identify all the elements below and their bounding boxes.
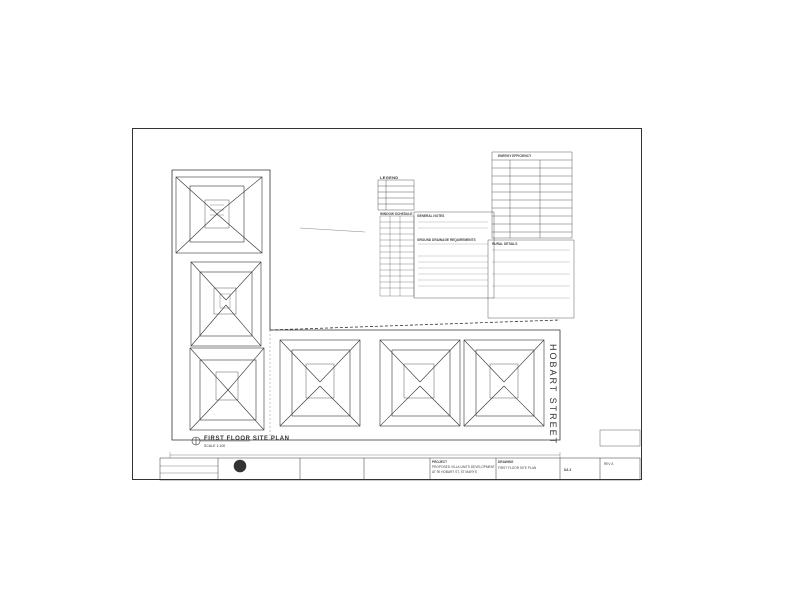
general-notes-title: GENERAL NOTES [417, 214, 445, 218]
window-schedule-table [379, 215, 415, 297]
energy-schedule-table [491, 151, 573, 239]
project-label: PROJECT [432, 460, 448, 464]
north-arrow [191, 436, 250, 446]
legend-table [377, 179, 415, 211]
unit-5-plan [379, 339, 461, 427]
plan-title: FIRST FLOOR SITE PLAN [204, 436, 290, 442]
legend-title: LEGEND [380, 175, 399, 180]
rural-details-title: RURAL DETAILS [492, 242, 518, 246]
site-boundary [171, 169, 561, 441]
unit-1-plan [175, 176, 263, 254]
energy-schedule-title: ENERGY EFFICIENCY [498, 154, 532, 158]
drawing-sheet [132, 128, 642, 480]
company-logo [233, 459, 247, 473]
plan-scale: SCALE 1:100 [204, 444, 226, 448]
window-schedule-title: WINDOW SCHEDULE [380, 212, 413, 216]
rural-details-box [487, 239, 575, 319]
general-notes-box [413, 211, 495, 299]
approval-stamp [599, 429, 641, 447]
drawing-label: DRAWING [498, 460, 514, 464]
drawing-name: FIRST FLOOR SITE PLAN [498, 466, 537, 470]
unit-6-plan [463, 339, 545, 427]
unit-2-plan [190, 261, 262, 347]
street-name: HOBART STREET [548, 344, 558, 446]
project-name: PROPOSED VILLA UNITS DEVELOPMENT [432, 465, 495, 469]
ground-drainage-title: GROUND DRAINAGE REQUIREMENTS [417, 238, 476, 242]
unit-3-plan [189, 347, 265, 431]
revision: REV A [604, 462, 614, 466]
title-block [159, 457, 641, 481]
project-address: AT 90 HOBART ST, ST MARYS [432, 470, 477, 474]
sheet-number: DA 3 [564, 468, 572, 472]
unit-4-plan [279, 339, 361, 427]
dimension-lines [169, 227, 561, 458]
